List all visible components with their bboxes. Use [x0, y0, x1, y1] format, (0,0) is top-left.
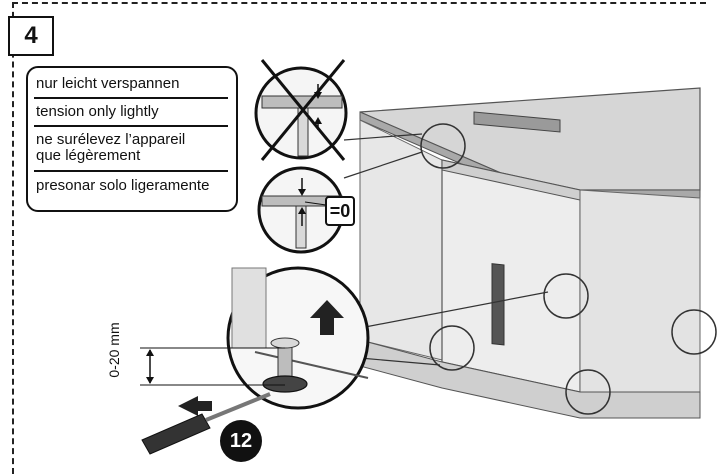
leader-line [359, 357, 441, 366]
detail-circle-foot [543, 273, 589, 319]
adjustment-range-label: 0-20 mm [106, 322, 122, 378]
detail-circle-top [420, 123, 466, 169]
left-cabinet [359, 119, 443, 361]
instruction-fr-1: ne surélevez l’appareil [36, 131, 186, 148]
step-number: 4 [8, 16, 54, 56]
leader-line [359, 291, 549, 329]
leader-line [343, 133, 423, 141]
instruction-es: presonar solo ligeramente [36, 177, 210, 194]
tool-number-badge: 12 [220, 420, 262, 462]
separator [34, 170, 228, 172]
detail-circle-foot [565, 369, 611, 415]
instruction-label-box: nur leicht verspannen tension only light… [26, 66, 238, 212]
instruction-de: nur leicht verspannen [36, 75, 180, 92]
detail-circle-foot [671, 309, 717, 355]
zero-gap-label: =0 [325, 196, 355, 226]
separator [34, 97, 228, 99]
leader-line [343, 151, 423, 179]
dashed-frame [12, 2, 706, 474]
dimension-arrow-head [146, 377, 154, 384]
screwdriver-icon [141, 392, 271, 455]
right-cabinet [579, 189, 701, 393]
dimension-arrow-head [146, 349, 154, 356]
separator [34, 125, 228, 127]
detail-foot [226, 266, 370, 410]
detail-wrong [254, 59, 348, 161]
spirit-level [473, 111, 561, 133]
turn-direction-arrow [178, 396, 212, 416]
instruction-fr-2: que légèrement [36, 147, 141, 164]
plinth [359, 339, 701, 419]
detail-circle-foot [429, 325, 475, 371]
step-number-text: 4 [24, 22, 38, 49]
instruction-en: tension only lightly [36, 103, 159, 120]
door-handle [491, 263, 505, 346]
detail-correct [257, 166, 345, 254]
